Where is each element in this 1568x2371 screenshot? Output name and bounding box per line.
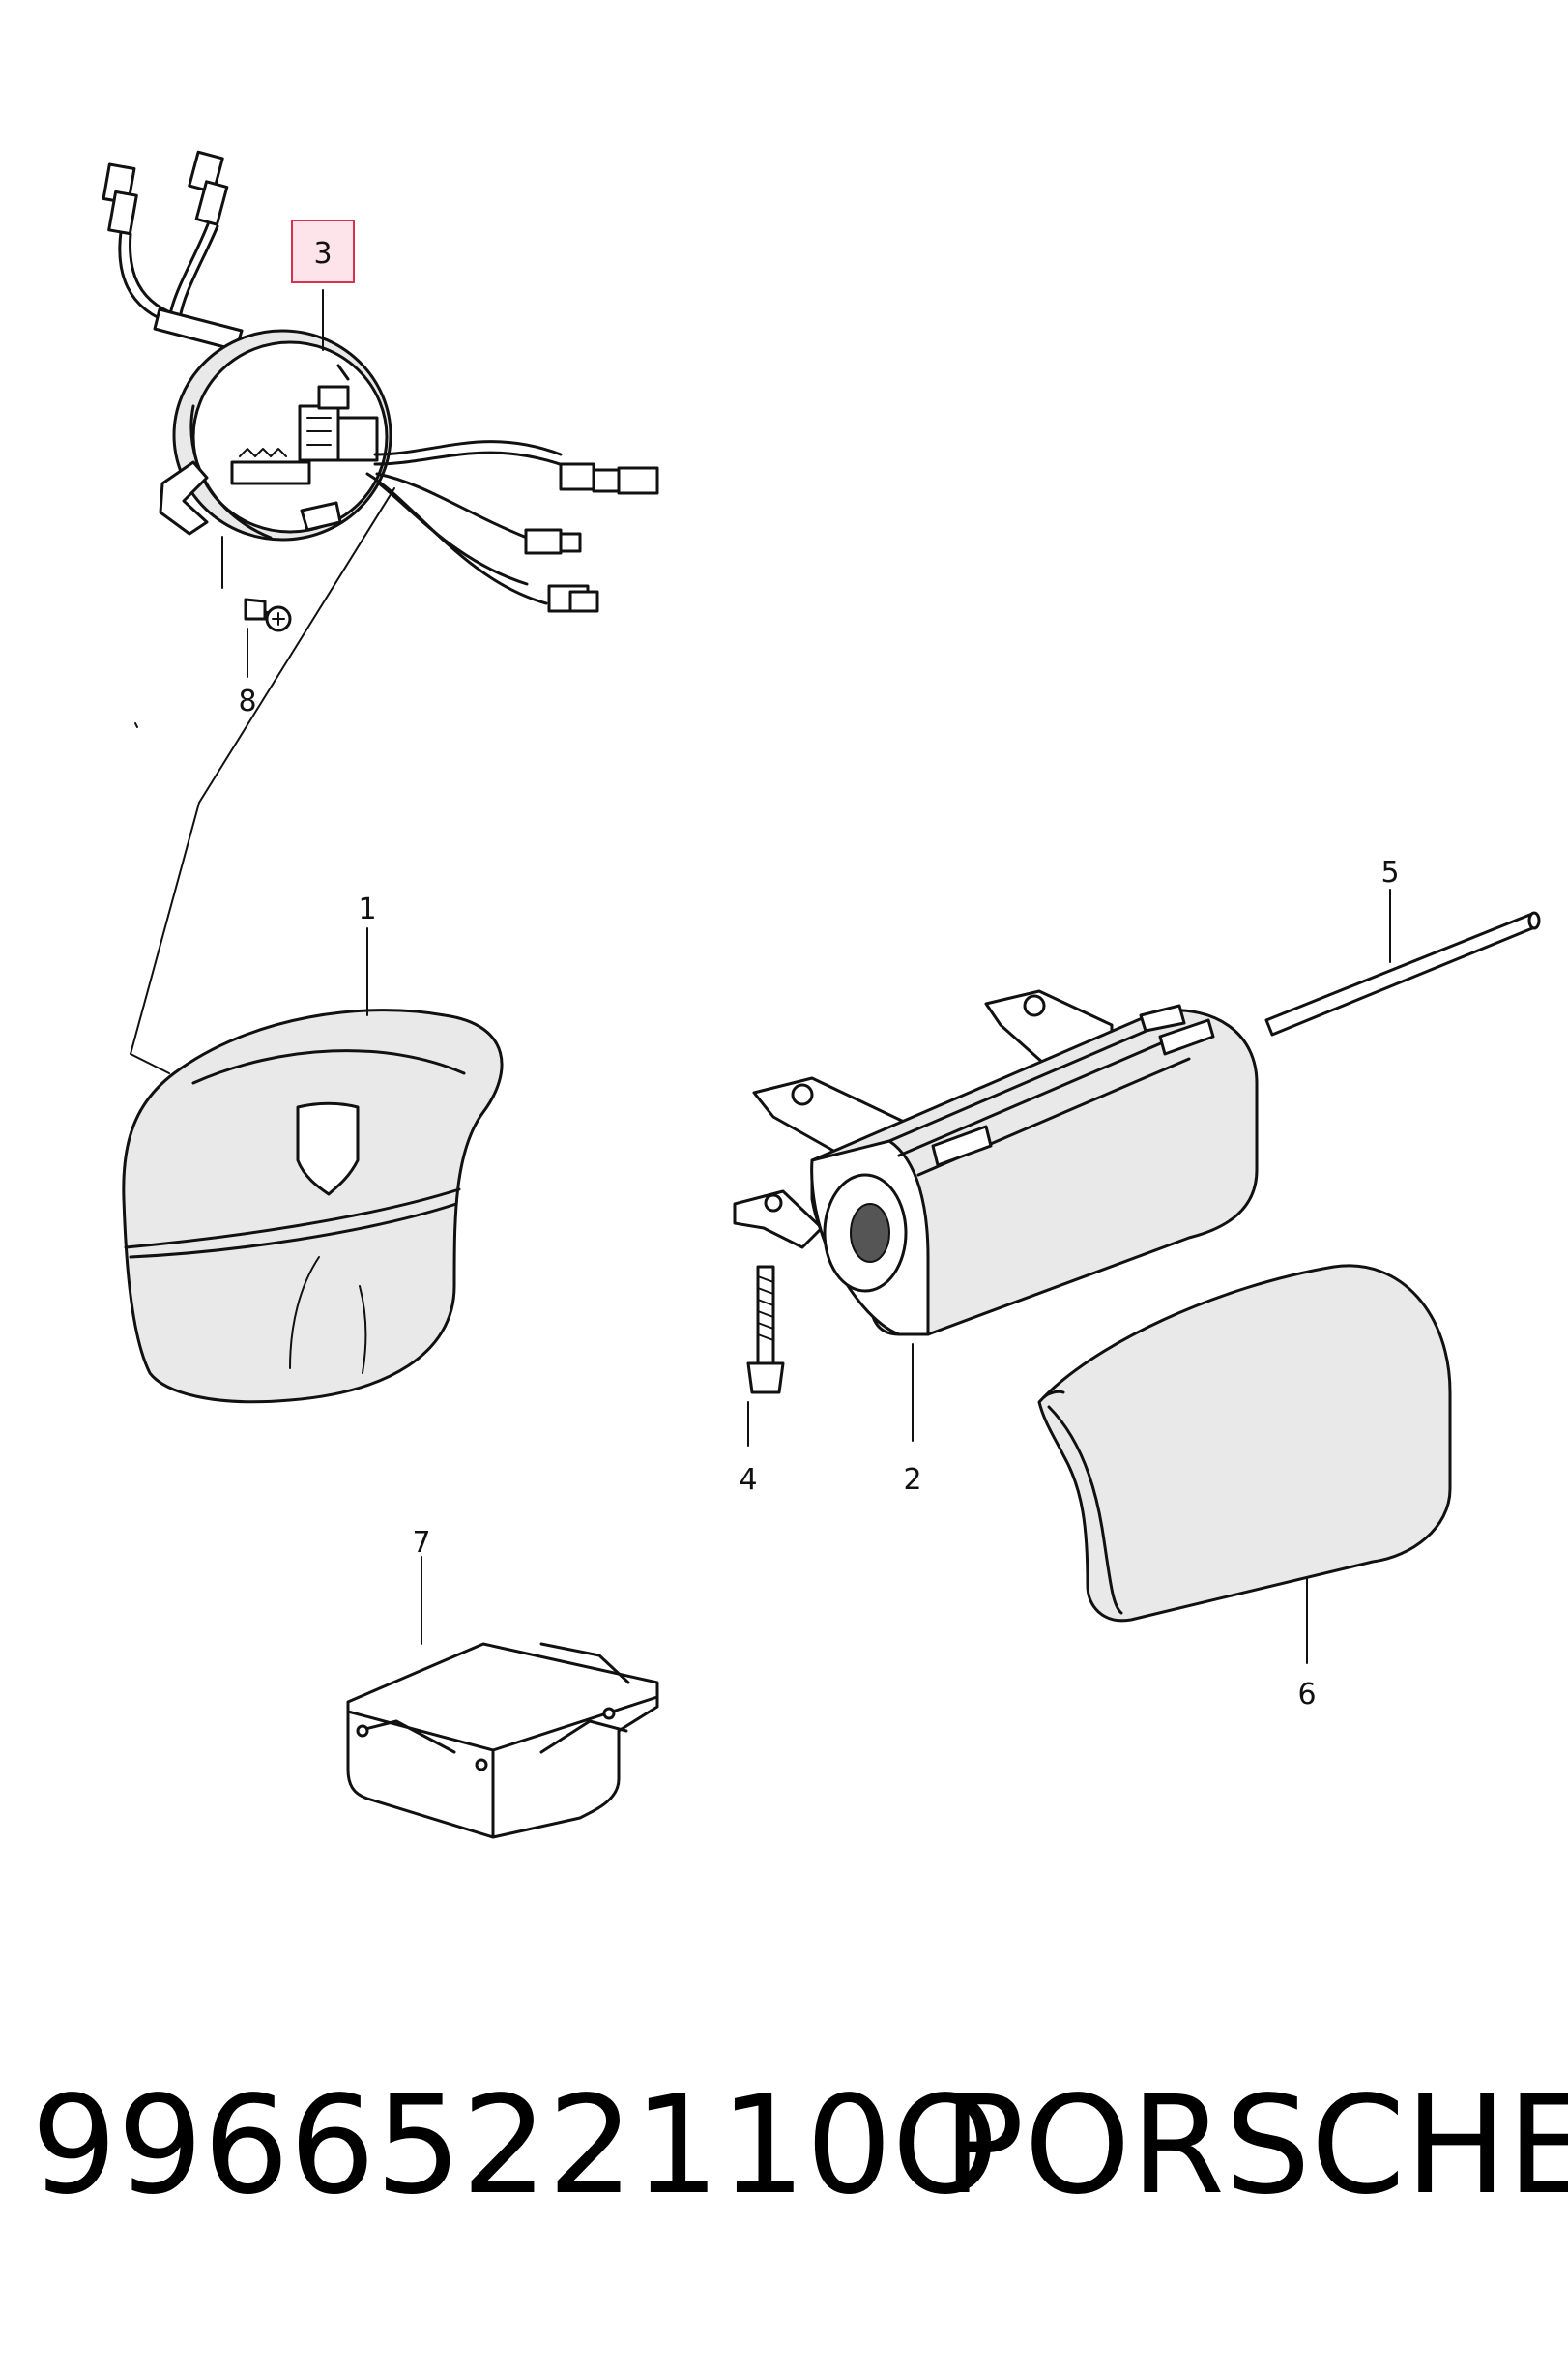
callout-2[interactable]: 2	[903, 1463, 921, 1497]
part-number: 9966522110O	[31, 2067, 999, 2225]
part-7-control-unit	[346, 1642, 659, 1839]
callout-6[interactable]: 6	[1297, 1678, 1316, 1712]
part-1-driver-airbag	[122, 1009, 504, 1404]
leader-lines	[247, 289, 1391, 1664]
part-3-clock-spring	[102, 150, 659, 613]
callout-7[interactable]: 7	[412, 1526, 430, 1560]
callout-3-highlight	[291, 220, 355, 283]
callout-4[interactable]: 4	[739, 1463, 757, 1497]
part-4-bolt	[746, 1265, 785, 1394]
part-2-passenger-airbag	[733, 989, 1259, 1336]
brand-name: PORSCHE	[943, 2067, 1568, 2225]
callout-1[interactable]: 1	[358, 893, 376, 926]
callout-5[interactable]: 5	[1380, 856, 1399, 890]
callout-labels: 3 8 1 5 4 2 7 6	[238, 220, 1400, 1712]
callout-8[interactable]: 8	[238, 685, 256, 718]
assembly-line-3-1	[130, 487, 395, 1074]
callout-3[interactable]: 3	[313, 237, 332, 271]
mark-dot	[134, 722, 138, 728]
part-5-rod	[1264, 911, 1541, 1037]
part-8-screw	[244, 598, 292, 632]
part-6-cover	[1037, 1264, 1452, 1623]
